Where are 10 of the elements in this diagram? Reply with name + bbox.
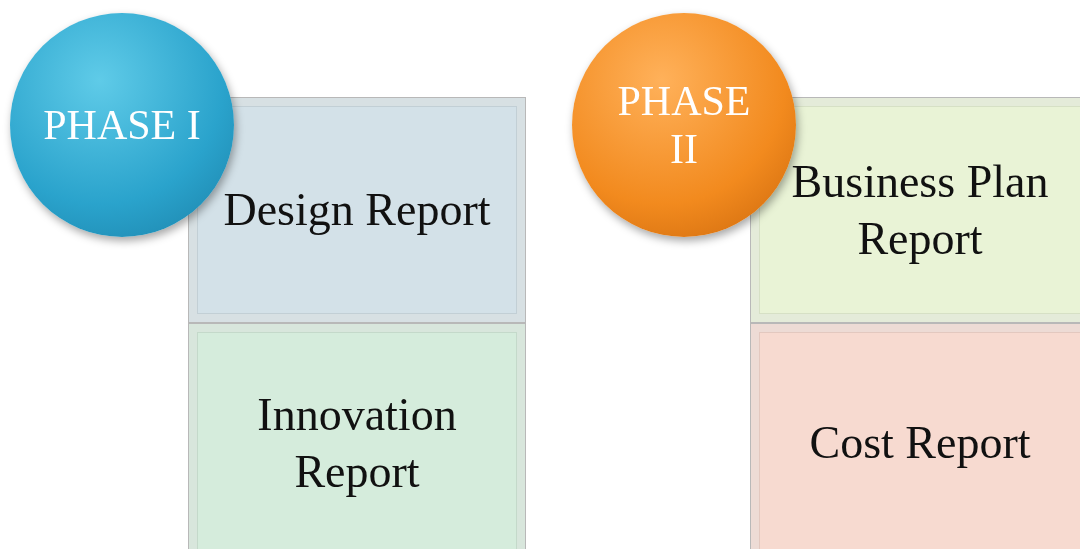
- report-box: [188, 97, 526, 323]
- report-label: Business Plan Report: [790, 154, 1050, 266]
- report-box: [750, 323, 1080, 549]
- phase-label: PHASE I: [43, 100, 201, 150]
- phase-label: PHASE II: [616, 76, 752, 174]
- report-box: [188, 323, 526, 549]
- report-label: Cost Report: [809, 416, 1031, 471]
- report-label: Design Report: [223, 183, 491, 238]
- report-label: Innovation Report: [256, 387, 458, 499]
- report-box: [750, 97, 1080, 323]
